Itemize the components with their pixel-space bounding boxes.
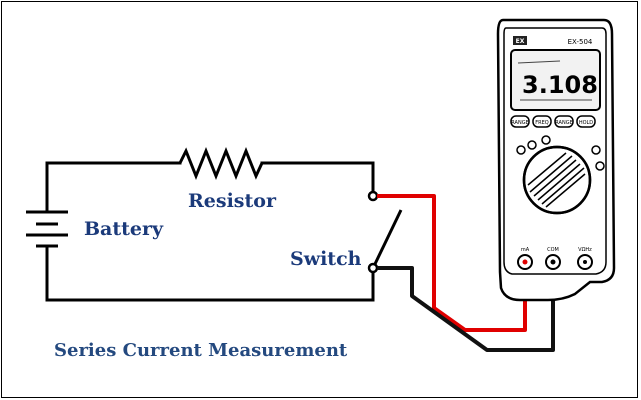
circuit-wires	[45, 161, 375, 302]
meter-jacks	[517, 254, 593, 270]
diagram-caption: Series Current Measurement	[54, 340, 348, 361]
battery-label: Battery	[84, 218, 164, 240]
lcd-reading: 3.108	[522, 71, 598, 99]
switch-label: Switch	[290, 248, 362, 270]
meter-button-2[interactable]	[532, 115, 552, 128]
meter-button-3-label: RANGE	[555, 120, 572, 126]
switch-symbol	[367, 190, 403, 274]
multimeter: EX EX-504 3.108 RANGE FREQ RANGE HOLD	[496, 18, 616, 302]
jack-com-label: COM	[547, 247, 559, 253]
meter-button-1[interactable]	[510, 115, 530, 128]
brand-text: EX	[516, 38, 525, 45]
jack-v-label: VΩHz	[578, 247, 592, 253]
meter-button-3[interactable]	[554, 115, 574, 128]
brand-logo	[513, 36, 527, 45]
model-text: EX-504	[568, 38, 593, 46]
meter-button-4[interactable]	[576, 115, 596, 128]
dial-markers	[516, 135, 605, 171]
black-test-lead	[377, 266, 555, 352]
lcd-display	[510, 49, 601, 111]
resistor-label: Resistor	[188, 190, 276, 212]
meter-button-4-label: HOLD	[579, 120, 593, 126]
resistor-symbol	[178, 146, 264, 181]
rotary-dial[interactable]	[522, 145, 592, 215]
battery-symbol	[26, 210, 68, 248]
red-test-lead	[377, 194, 527, 332]
jack-ma-label: mA	[521, 247, 530, 253]
meter-buttons	[510, 115, 596, 128]
meter-button-1-label: RANGE	[511, 120, 528, 126]
meter-button-2-label: FREQ	[535, 120, 549, 126]
